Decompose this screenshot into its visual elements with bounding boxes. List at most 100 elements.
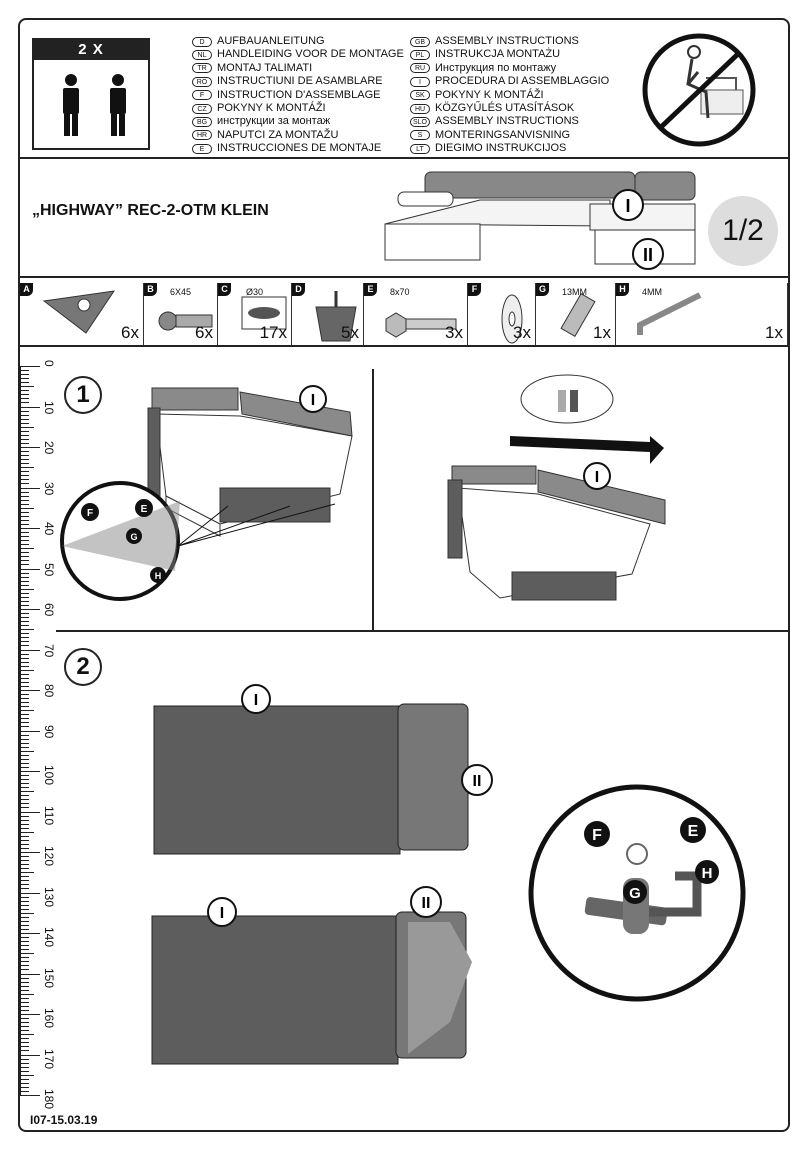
part-c-icon [241,296,287,330]
ruler-tick [20,515,29,517]
ruler-tick [20,653,29,655]
language-title: INSTRUCTIUNI DE ASAMBLARE [217,75,383,88]
module-two-label: II [643,245,653,265]
two-person-label: 2 X [34,40,148,60]
ruler-tick [20,896,29,898]
part-quantity: 5x [341,323,359,342]
ruler-tick [20,576,29,578]
ruler-tick [20,390,29,392]
part-b-icon [158,311,213,331]
ruler-tick [20,463,29,465]
ruler-tick [20,649,40,651]
ruler-tick [20,507,34,509]
ruler-tick [20,475,29,477]
page-frame [18,18,790,1132]
language-code-badge: PL [410,50,430,61]
ruler-number: 90 [42,724,56,738]
divider-product [18,276,790,278]
ruler-tick [20,370,29,372]
step2-top-module-one: I [254,692,258,709]
ruler-tick [20,852,40,853]
ruler-tick [20,1009,29,1011]
ruler-tick [20,953,34,955]
ruler-tick [20,438,29,440]
ruler-tick [20,746,29,748]
ruler-tick [20,827,29,829]
ruler-tick [20,426,34,428]
ruler-tick [20,434,29,436]
part-d-icon [315,291,357,342]
ruler-tick [20,402,29,404]
ruler-number: 110 [42,805,56,825]
language-code-badge: GB [410,36,430,47]
ruler-tick [20,584,29,586]
ruler-number: 140 [42,927,56,948]
ruler-tick [20,791,34,793]
ruler-tick [20,754,29,756]
ruler-tick [20,532,29,534]
ruler-tick [20,609,40,610]
callout-e-label: E [141,504,148,515]
ruler-tick [20,694,29,696]
page-number-badge: 1/2 [708,196,778,266]
ruler-tick [20,633,29,635]
ruler-tick [20,621,29,623]
language-code-badge: SK [410,90,430,101]
ruler-tick [20,997,29,999]
ruler-number: 130 [42,886,56,907]
ruler-tick [20,617,29,619]
ruler-tick [20,398,29,400]
ruler-tick [20,933,40,934]
language-title: PROCEDURA DI ASSEMBLAGGIO [435,75,610,88]
ruler-tick [20,799,29,801]
ruler-tick [20,430,29,432]
ruler-tick [20,1030,29,1032]
part-f-icon [501,294,523,344]
language-title: Инструкция по монтажу [435,61,557,74]
ruler-number: 0 [42,360,56,367]
ruler-tick [20,451,29,453]
ruler-tick [20,495,29,497]
ruler-tick [20,1086,29,1088]
ruler-tick [20,876,29,878]
ruler-tick [20,677,29,679]
part-size-label: 13MM [562,287,588,297]
part-size-label: Ø30 [246,287,264,297]
ruler-tick [20,1050,29,1052]
ruler-tick [20,1014,40,1015]
ruler-tick [20,556,29,558]
ruler-tick [20,742,29,744]
ruler-tick [20,523,29,525]
ruler-tick [20,596,29,598]
part-quantity: 3x [513,323,531,342]
part-tag: C [218,283,231,296]
ruler-tick [20,726,29,728]
ruler-tick [20,1018,29,1020]
module-one-label: I [625,196,630,216]
language-title: ASSEMBLY INSTRUCTIONS [435,35,579,47]
ruler-tick [20,900,29,902]
ruler-tick [20,1078,29,1080]
ruler-tick [20,604,29,606]
ruler-tick [20,681,29,683]
part-quantity: 6x [195,323,213,342]
part-size-label: 6X45 [170,287,192,297]
ruler-tick [20,985,29,987]
ruler-tick [20,872,34,874]
ruler-tick [20,422,29,424]
